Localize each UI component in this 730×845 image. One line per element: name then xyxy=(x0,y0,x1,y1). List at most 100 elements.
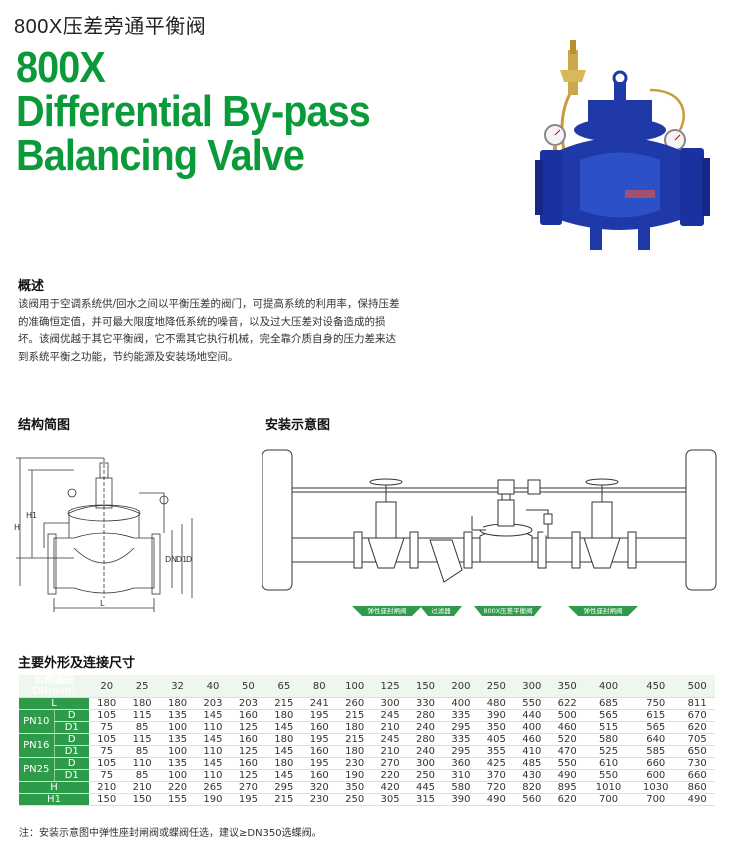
title-en-line-3: Balancing Valve xyxy=(16,131,305,180)
table-cell: 145 xyxy=(266,721,302,734)
table-cell: 195 xyxy=(301,757,337,770)
table-cell: 195 xyxy=(301,733,337,746)
table-cell: 210 xyxy=(372,745,408,758)
table-cell: 1010 xyxy=(584,781,633,794)
table-cell: 155 xyxy=(159,793,196,806)
table-cell: 580 xyxy=(443,781,479,794)
dn-header-cell: 250 xyxy=(478,675,515,698)
table-cell: 460 xyxy=(549,721,585,734)
install-tag-gate-valve-2: 弹性座封闸阀 xyxy=(584,606,623,615)
table-cell: 135 xyxy=(159,757,196,770)
table-cell: 210 xyxy=(89,781,125,794)
installation-diagram: 弹性座封闸阀 过滤器 800X压差平衡阀 弹性座封闸阀 xyxy=(262,449,717,616)
table-cell: 350 xyxy=(478,721,515,734)
table-cell: 270 xyxy=(230,781,267,794)
dim-label-L: L xyxy=(100,599,105,608)
row-label: H xyxy=(19,781,89,794)
table-cell: 370 xyxy=(478,769,515,782)
install-heading: 安装示意图 xyxy=(265,418,331,433)
table-cell: 245 xyxy=(372,733,408,746)
table-cell: 85 xyxy=(124,745,160,758)
table-cell: 125 xyxy=(230,769,267,782)
row-label: D1 xyxy=(53,745,89,758)
table-cell: 125 xyxy=(230,721,267,734)
table-cell: 240 xyxy=(407,745,444,758)
table-cell: 460 xyxy=(514,733,550,746)
table-cell: 410 xyxy=(514,745,550,758)
table-cell: 440 xyxy=(514,709,550,722)
table-cell: 580 xyxy=(584,733,633,746)
table-cell: 195 xyxy=(301,709,337,722)
dim-label-H: H xyxy=(14,523,20,532)
table-cell: 295 xyxy=(443,745,479,758)
structure-diagram: H H1 L DN D1 D xyxy=(14,457,193,612)
dn-header-cell: 125 xyxy=(372,675,408,698)
table-cell: 470 xyxy=(549,745,585,758)
table-cell: 490 xyxy=(549,769,585,782)
dn-header-cell: 350 xyxy=(549,675,585,698)
table-cell: 685 xyxy=(584,697,633,710)
table-cell: 180 xyxy=(266,709,302,722)
table-cell: 105 xyxy=(89,733,125,746)
row-label: H1 xyxy=(19,793,89,806)
table-cell: 700 xyxy=(632,793,680,806)
table-cell: 203 xyxy=(195,697,231,710)
dn-header-cell: 200 xyxy=(443,675,479,698)
table-cell: 125 xyxy=(230,745,267,758)
table-cell: 550 xyxy=(514,697,550,710)
table-cell: 160 xyxy=(301,769,337,782)
table-cell: 135 xyxy=(159,733,196,746)
dn-header-cell: 400 xyxy=(584,675,633,698)
table-cell: 500 xyxy=(549,709,585,722)
table-cell: 230 xyxy=(336,757,373,770)
table-cell: 145 xyxy=(195,709,231,722)
dn-header-cell: 20 xyxy=(89,675,125,698)
row-label: D xyxy=(53,733,89,746)
table-cell: 260 xyxy=(336,697,373,710)
table-cell: 485 xyxy=(514,757,550,770)
table-cell: 315 xyxy=(407,793,444,806)
table-cell: 390 xyxy=(478,709,515,722)
table-cell: 105 xyxy=(89,709,125,722)
table-cell: 180 xyxy=(336,745,373,758)
table-cell: 180 xyxy=(89,697,125,710)
table-cell: 520 xyxy=(549,733,585,746)
table-cell: 215 xyxy=(336,733,373,746)
table-cell: 105 xyxy=(89,757,125,770)
table-cell: 445 xyxy=(407,781,444,794)
row-label: D1 xyxy=(53,769,89,782)
table-cell: 430 xyxy=(514,769,550,782)
table-cell: 160 xyxy=(230,733,267,746)
table-cell: 490 xyxy=(679,793,715,806)
table-cell: 250 xyxy=(336,793,373,806)
table-cell: 241 xyxy=(301,697,337,710)
table-cell: 480 xyxy=(478,697,515,710)
table-cell: 75 xyxy=(89,769,125,782)
table-cell: 405 xyxy=(478,733,515,746)
dims-heading: 主要外形及连接尺寸 xyxy=(18,656,136,671)
table-cell: 215 xyxy=(266,697,302,710)
structure-heading: 结构简图 xyxy=(18,418,71,433)
table-cell: 620 xyxy=(549,793,585,806)
table-cell: 180 xyxy=(159,697,196,710)
table-cell: 110 xyxy=(195,769,231,782)
table-cell: 280 xyxy=(407,733,444,746)
table-cell: 195 xyxy=(230,793,267,806)
dn-header-cell: 25 xyxy=(124,675,160,698)
table-cell: 150 xyxy=(89,793,125,806)
table-cell: 660 xyxy=(679,769,715,782)
table-cell: 110 xyxy=(195,745,231,758)
table-cell: 85 xyxy=(124,769,160,782)
table-cell: 360 xyxy=(443,757,479,770)
dn-header-cell: 65 xyxy=(266,675,302,698)
page-title-cn: 800X压差旁通平衡阀 xyxy=(14,16,207,38)
table-cell: 730 xyxy=(679,757,715,770)
table-cell: 335 xyxy=(443,733,479,746)
table-cell: 400 xyxy=(443,697,479,710)
table-cell: 490 xyxy=(478,793,515,806)
